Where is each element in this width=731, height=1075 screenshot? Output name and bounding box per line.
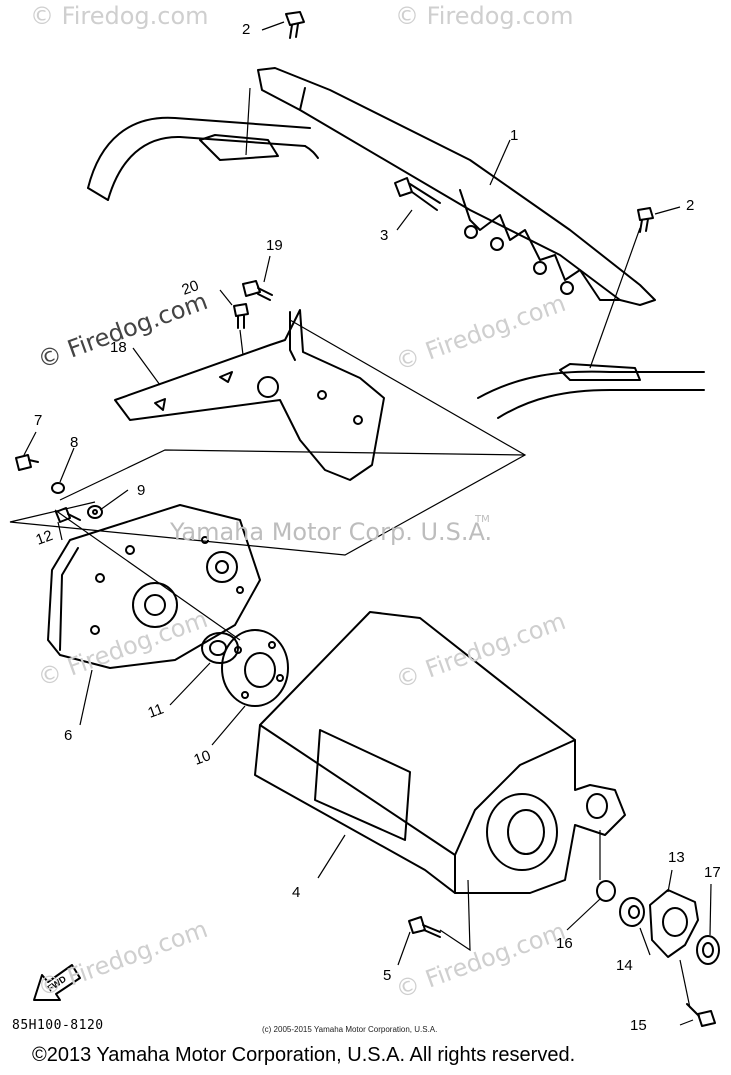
watermark-tm: TM (475, 514, 490, 525)
bolt-3 (394, 177, 441, 211)
label-1: 1 (510, 127, 518, 144)
fwd-arrow-icon (33, 964, 81, 1001)
washer-9 (87, 505, 103, 519)
label-2-right: 2 (686, 197, 694, 214)
label-7: 7 (34, 412, 42, 429)
label-15: 15 (630, 1017, 647, 1034)
part-17-seal (696, 935, 720, 965)
label-17: 17 (704, 864, 721, 881)
handlebar-tube-left (87, 116, 319, 201)
bolt-20 (233, 303, 249, 329)
part-16-washer (596, 880, 616, 902)
label-4: 4 (292, 884, 300, 901)
bolt-7 (15, 454, 39, 471)
label-2-top: 2 (242, 21, 250, 38)
watermark-top-left: © Firedog.com (30, 2, 209, 30)
part-6-end-plate (47, 504, 261, 669)
part-14-bearing (619, 897, 645, 927)
part-13-bearing-housing (649, 889, 699, 958)
watermark-corp: Yamaha Motor Corp. U.S.A. TM (170, 514, 493, 546)
label-5: 5 (383, 967, 391, 984)
label-16: 16 (556, 935, 573, 952)
bolt-2-right (637, 207, 654, 233)
label-13: 13 (668, 849, 685, 866)
label-12: 12 (34, 527, 55, 549)
bolt-5 (408, 916, 441, 938)
label-8: 8 (70, 434, 78, 451)
bolt-15 (686, 1003, 716, 1027)
watermark-top-right: © Firedog.com (395, 2, 574, 30)
tube-mount-tab-right (559, 363, 641, 381)
label-18: 18 (110, 339, 127, 356)
part-10-flange (221, 629, 289, 707)
label-20: 20 (180, 277, 201, 299)
washer-8 (51, 482, 65, 494)
label-14: 14 (616, 957, 633, 974)
label-10: 10 (192, 747, 213, 769)
tube-mount-tab-left (199, 134, 279, 161)
diagram-part-code: 85H100-8120 (12, 1018, 104, 1033)
bolt-19 (242, 280, 273, 301)
handlebar-tube-right (477, 370, 705, 419)
part-18-bracket (114, 309, 385, 481)
copyright-notice: ©2013 Yamaha Motor Corporation, U.S.A. A… (32, 1044, 576, 1066)
label-3: 3 (380, 227, 388, 244)
label-9: 9 (137, 482, 145, 499)
small-copyright: (c) 2005-2015 Yamaha Motor Corporation, … (262, 1025, 438, 1034)
label-11: 11 (146, 700, 166, 721)
bolt-2-top (285, 11, 305, 39)
watermark-corp-text: Yamaha Motor Corp. U.S.A. (170, 518, 493, 546)
part-4-housing (254, 611, 626, 894)
label-6: 6 (64, 727, 72, 744)
part-11-bearing (201, 632, 239, 664)
part-1-crossbar (257, 67, 656, 306)
label-19: 19 (266, 237, 283, 254)
